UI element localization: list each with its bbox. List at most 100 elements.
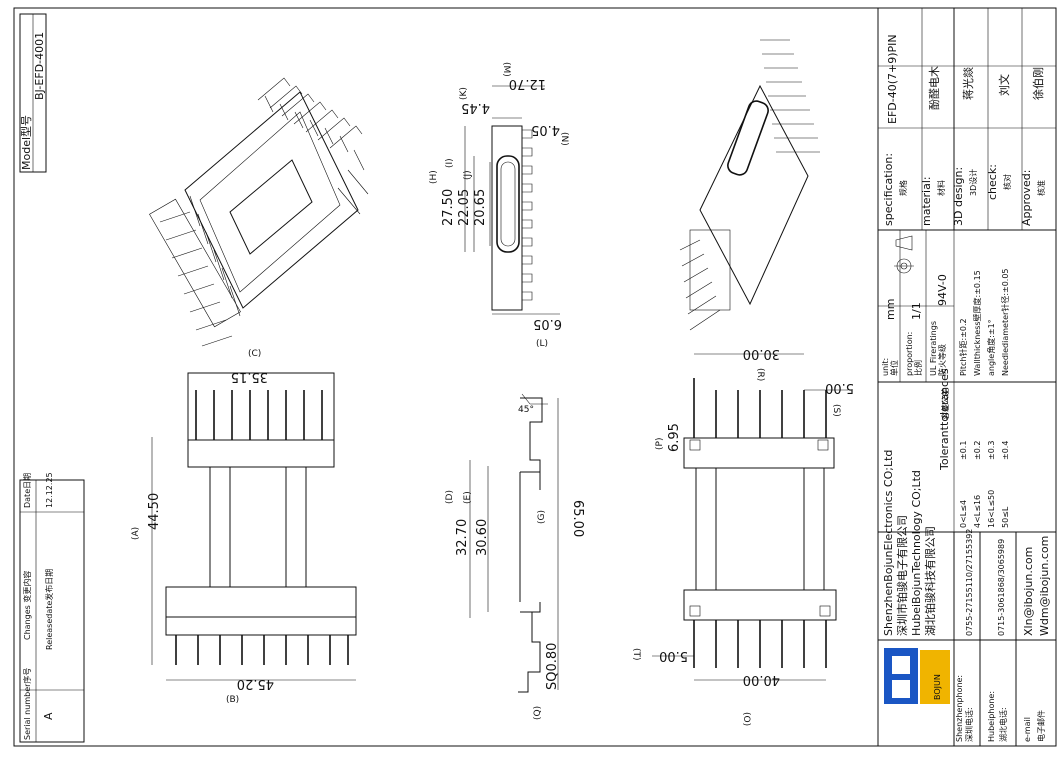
approved-label: Approved: <box>1020 170 1033 226</box>
contact-email-value-2: Wdm@ibojun.com <box>1038 536 1051 636</box>
tolerance-note-0: Pitch针距:±0.2 <box>958 318 968 376</box>
dim-h-label: (H) <box>429 170 439 184</box>
dim-q-label: (Q) <box>533 706 543 720</box>
unit-value: mm <box>884 299 897 320</box>
dim-e-value: 30.60 <box>475 519 490 556</box>
dim-b-label: (B) <box>226 695 239 705</box>
contact-sz-label-cn: 深圳电话: <box>964 707 974 742</box>
contact-hb-label-cn: 湖北电话: <box>998 707 1008 742</box>
bojun-logo: BOJUN <box>884 648 950 704</box>
unit-label-cn: 单位 <box>889 360 899 376</box>
dim-l-value: 6.05 <box>533 316 562 331</box>
dim-q-value: SQ0.80 <box>545 643 560 690</box>
tolerance-range-2: 16<L≤50 <box>987 490 996 528</box>
angle-label: 45° <box>518 405 534 415</box>
contact-email-value: Xln@ibojun.com <box>1022 547 1035 636</box>
fire-label: UL Fireratings <box>929 321 938 376</box>
dim-r-label: (R) <box>755 368 765 381</box>
tolerance-note-1: Wallthickness壁厚度:±0.15 <box>972 270 982 376</box>
design-label-cn: 3D设计 <box>968 169 978 196</box>
dim-s-value: 5.00 <box>825 380 854 395</box>
tolerance-table: 0<L≤4 ±0.1 4<L≤16 ±0.2 16<L≤50 ±0.3 50≤L… <box>959 441 1010 528</box>
dim-j-value: 20.65 <box>473 189 488 226</box>
dim-a-value: 44.50 <box>147 493 162 530</box>
dim-m-value: 12.70 <box>509 76 546 91</box>
design-value: 蒋光燚 <box>961 67 975 100</box>
dim-s-label: (S) <box>831 404 841 417</box>
change-row-change: Releasedate发布日期 <box>44 569 54 650</box>
dim-c-value: 35.15 <box>231 369 268 384</box>
change-row-date: 12.12.25 <box>45 472 54 508</box>
tolerance-range-0: 0<L≤4 <box>959 500 968 528</box>
company-hb-cn: 湖北铂骏科技有限公司 <box>923 526 937 636</box>
spec-label: specification: <box>882 153 895 226</box>
check-label-cn: 核对 <box>1002 174 1012 190</box>
dim-p-label: (P) <box>655 438 665 450</box>
dim-m-label: (M) <box>501 62 511 77</box>
model-value: BJ-EFD-4001 <box>33 32 46 100</box>
dim-a-label: (A) <box>131 527 141 540</box>
contact-email-label-cn: 电子邮件 <box>1036 710 1046 742</box>
side-view: 45° 32.70 (D) 30.60 (E) 65.00 (G) SQ0.80… <box>445 393 585 720</box>
dim-e-label: (E) <box>463 491 473 504</box>
change-serial-header: Serial number序号 <box>22 668 32 740</box>
dim-p-value: 6.95 <box>667 423 682 452</box>
material-label-cn: 材料 <box>936 180 946 196</box>
company-sz-cn: 深圳市铂骏电子有限公司 <box>895 515 909 636</box>
tolerance-title: Toleranttolerances <box>938 368 951 471</box>
dim-t-label: (T) <box>631 648 641 661</box>
check-label: check: <box>986 164 999 200</box>
isometric-view-2 <box>679 39 820 331</box>
contact-hb-label: Hubeiphone: <box>987 691 996 742</box>
dim-k-value: 4.45 <box>461 100 490 115</box>
check-value: 刘文 <box>997 74 1011 96</box>
contact-email-label: e-mail <box>1023 717 1032 742</box>
dim-d-label: (D) <box>445 490 455 504</box>
tolerance-range-3: 50≤L <box>1001 506 1010 528</box>
logo-text: BOJUN <box>933 674 942 700</box>
fire-value: 94V-0 <box>936 274 949 306</box>
unit-label: unit: <box>881 358 890 376</box>
dim-o-value: 40.00 <box>743 672 780 687</box>
proportion-value: 1/1 <box>910 302 923 320</box>
dim-b-value: 45.20 <box>237 676 274 691</box>
contact-sz-label: Shenzhenphone: <box>955 675 964 742</box>
title-block: specification: 规格 EFD-40(7+9)PIN materia… <box>877 7 1057 747</box>
change-log: Date日期 Changes 变更内容 Serial number序号 12.1… <box>19 472 85 743</box>
projection-symbol-icon <box>894 235 914 274</box>
dim-n-label: (N) <box>559 132 569 146</box>
dim-o-label: (O) <box>741 712 751 726</box>
model-label: Model型号 <box>19 115 33 170</box>
company-hb-en: HubeiBojunTechnology CO;Ltd <box>910 470 923 636</box>
bottom-view: 6.95 (P) 30.00 (R) 5.00 (S) 5.00 (T) 40.… <box>631 346 854 726</box>
change-changes-header: Changes 变更内容 <box>22 571 32 640</box>
tolerance-value-1: ±0.2 <box>973 441 982 460</box>
dim-j-label: (J) <box>463 170 473 180</box>
view-c-label: (C) <box>248 349 261 359</box>
dim-i-label: (I) <box>445 158 455 168</box>
model-box: Model型号 BJ-EFD-4001 <box>19 13 47 173</box>
dim-h-value: 27.50 <box>441 189 456 226</box>
dim-r-value: 30.00 <box>743 346 780 361</box>
tolerance-range-1: 4<L≤16 <box>973 495 982 528</box>
dim-t-value: 5.00 <box>659 648 688 663</box>
tolerance-value-0: ±0.1 <box>959 441 968 460</box>
tolerance-title-cn: 容差公差 <box>940 388 950 420</box>
material-value: 酚醛电木 <box>927 66 941 110</box>
tolerance-value-3: ±0.4 <box>1001 441 1010 460</box>
proportion-label: proportion: <box>905 332 914 376</box>
change-date-header: Date日期 <box>23 473 32 508</box>
contact-sz-value: 0755-27155110/27155392 <box>965 529 974 636</box>
design-label: 3D design: <box>952 167 965 226</box>
approved-value: 徐伯刚 <box>1031 67 1045 100</box>
tolerance-note-3: Needlediameter针径:±0.05 <box>1000 268 1010 376</box>
front-view: 27.50 (H) 22.05 (I) 20.65 (J) 4.45 (K) 1… <box>429 62 569 349</box>
tolerance-note-2: angle角度:±1° <box>986 319 996 376</box>
dim-k-label: (K) <box>459 87 469 100</box>
dim-i-value: 22.05 <box>457 189 472 226</box>
dim-l-label: (L) <box>536 339 548 349</box>
tolerance-value-2: ±0.3 <box>987 441 996 460</box>
spec-label-cn: 规格 <box>898 180 908 196</box>
